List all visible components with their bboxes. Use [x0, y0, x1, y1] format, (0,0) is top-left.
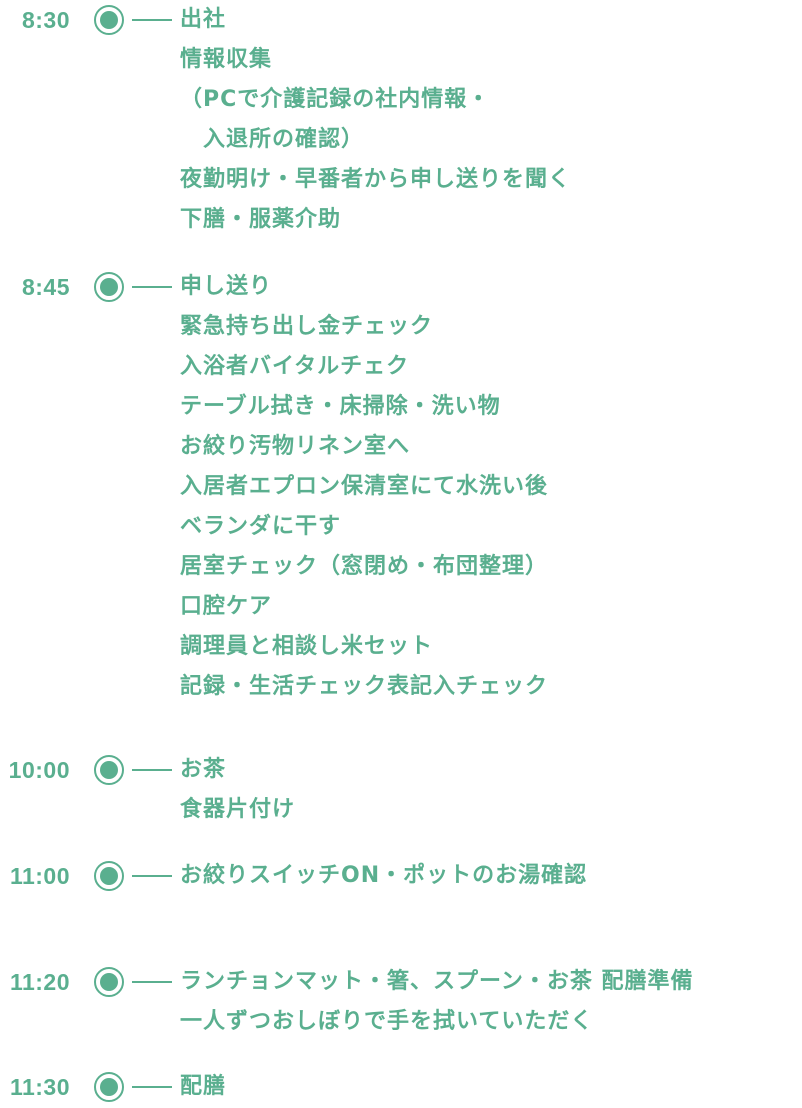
task-line: 夜勤明け・早番者から申し送りを聞く — [180, 167, 572, 192]
task-line: 口腔ケア — [180, 594, 273, 619]
task-line: 入居者エプロン保清室にて水洗い後 — [180, 474, 549, 499]
task-line: 記録・生活チェック表記入チェック — [180, 674, 549, 699]
entry-time: 10:00 — [8, 757, 70, 783]
entry-tasks: ランチョンマット・箸、スプーン・お茶 配膳準備 一人ずつおしぼりで手を拭いていた… — [180, 962, 694, 1042]
task-line: お茶 — [180, 757, 227, 782]
task-line: テーブル拭き・床掃除・洗い物 — [180, 394, 501, 419]
entry-time: 8:45 — [21, 274, 70, 300]
task-line: お絞り汚物リネン室へ — [180, 434, 411, 459]
circle-dot-icon — [94, 967, 132, 997]
task-line: 一人ずつおしぼりで手を拭いていただく — [180, 1009, 594, 1034]
task-line: ランチョンマット・箸、スプーン・お茶 配膳準備 — [180, 969, 694, 994]
task-line: 入浴者バイタルチェク — [180, 354, 410, 379]
connector-line — [132, 1086, 172, 1088]
circle-dot-icon — [94, 272, 132, 302]
task-line: ベランダに干す — [180, 514, 342, 539]
entry-time: 8:30 — [21, 7, 70, 33]
entry-tasks: お絞りスイッチON・ポットのお湯確認 — [180, 856, 587, 896]
task-line: 下膳・服薬介助 — [180, 207, 342, 232]
circle-dot-icon — [94, 861, 132, 891]
task-line: 申し送り — [180, 274, 273, 299]
entry-tasks: 出社 情報収集 （PCで介護記録の社内情報・ 入退所の確認） 夜勤明け・早番者か… — [180, 0, 571, 240]
circle-dot-icon — [94, 755, 132, 785]
task-line: 入退所の確認） — [180, 127, 365, 152]
circle-dot-icon — [94, 5, 132, 35]
connector-line — [132, 981, 172, 983]
task-line: 調理員と相談し米セット — [180, 634, 434, 659]
circle-dot-icon — [94, 1072, 132, 1102]
entry-tasks: 配膳 — [180, 1067, 226, 1107]
connector-line — [132, 286, 172, 288]
entry-tasks: 申し送り 緊急持ち出し金チェック 入浴者バイタルチェク テーブル拭き・床掃除・洗… — [180, 267, 548, 707]
task-line: 配膳 — [180, 1074, 227, 1099]
task-line: 緊急持ち出し金チェック — [180, 314, 434, 339]
task-line: 居室チェック（窓閉め・布団整理） — [180, 554, 549, 579]
task-line: （PCで介護記録の社内情報・ — [180, 87, 491, 112]
connector-line — [132, 875, 172, 877]
connector-line — [132, 769, 172, 771]
task-line: 出社 — [180, 7, 227, 32]
entry-time: 11:00 — [9, 863, 70, 889]
entry-tasks: お茶 食器片付け — [180, 750, 295, 830]
task-line: お絞りスイッチON・ポットのお湯確認 — [180, 863, 588, 888]
task-line: 情報収集 — [180, 47, 273, 72]
entry-time: 11:20 — [9, 969, 70, 995]
connector-line — [132, 19, 172, 21]
entry-time: 11:30 — [9, 1074, 70, 1100]
task-line: 食器片付け — [180, 797, 296, 822]
